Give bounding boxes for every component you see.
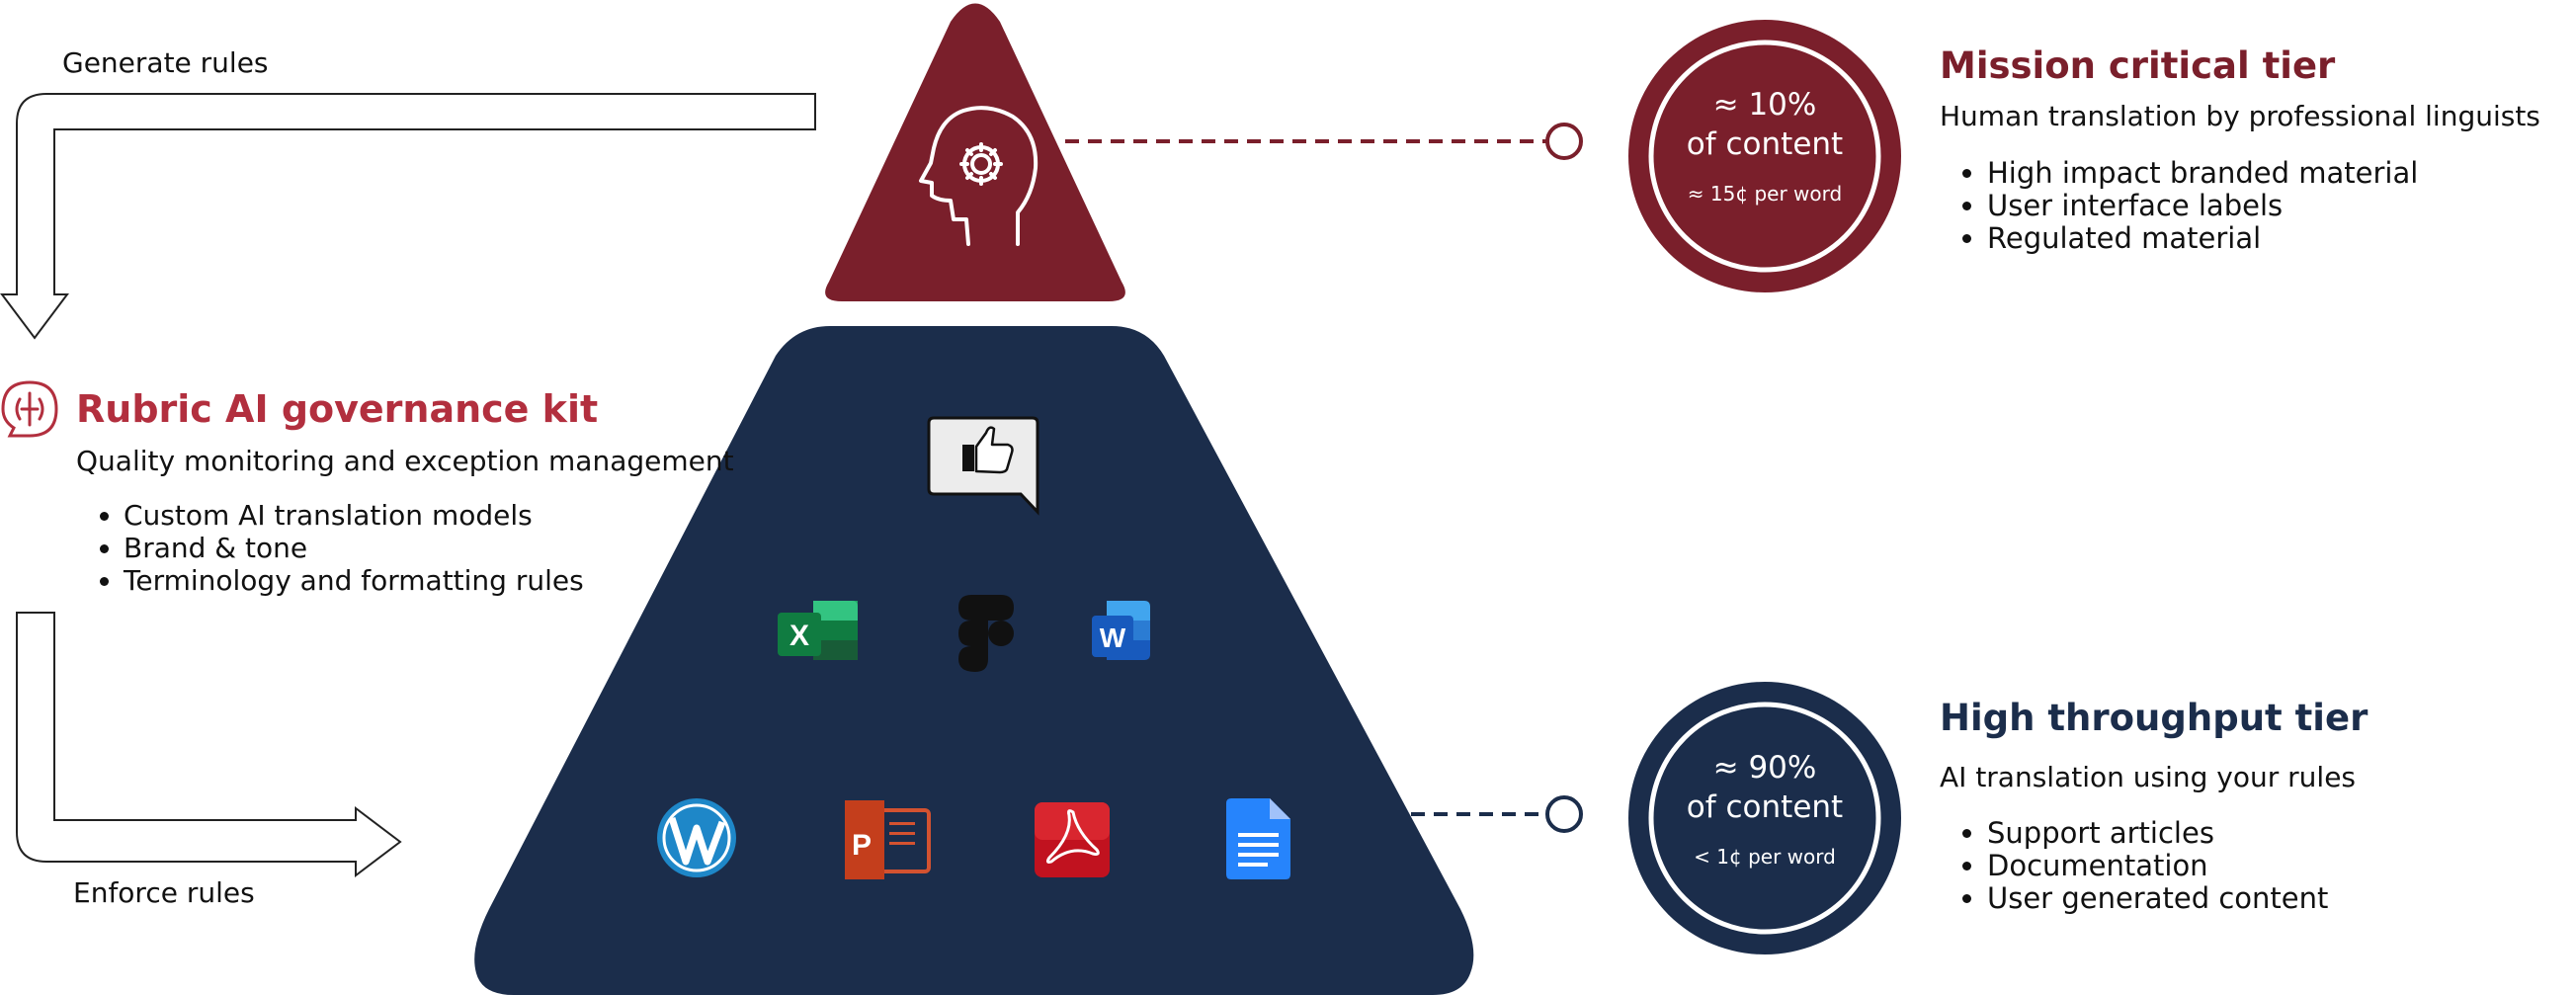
generate-rules-arrow [0, 93, 816, 340]
throughput-connector-node [1545, 795, 1583, 833]
kit-subtitle: Quality monitoring and exception managem… [76, 445, 734, 477]
list-item: Regulated material [1987, 222, 2418, 255]
throughput-circle-text: ≈ 90% of content < 1¢ per word [1656, 748, 1873, 869]
list-item: Brand & tone [124, 532, 584, 564]
wordpress-icon [657, 798, 736, 877]
thumbs-up-icon [927, 416, 1039, 516]
list-item: User interface labels [1987, 190, 2418, 222]
mission-price: ≈ 15¢ per word [1687, 182, 1843, 206]
list-item: Terminology and formatting rules [124, 564, 584, 597]
powerpoint-icon: P [845, 800, 931, 879]
list-item: Custom AI translation models [124, 499, 584, 532]
enforce-rules-arrow [16, 612, 402, 878]
list-item: Support articles [1987, 817, 2328, 850]
kit-bullet-list: Custom AI translation models Brand & ton… [76, 499, 584, 597]
mission-bullet-list: High impact branded material User interf… [1940, 157, 2418, 255]
excel-icon: X [778, 601, 858, 660]
mission-tier-title: Mission critical tier [1940, 44, 2336, 87]
throughput-tier-subtitle: AI translation using your rules [1940, 761, 2357, 793]
mission-tier-subtitle: Human translation by professional lingui… [1940, 100, 2540, 132]
word-letter: W [1100, 622, 1126, 653]
list-item: User generated content [1987, 882, 2328, 915]
powerpoint-letter: P [852, 829, 872, 862]
throughput-tier-title: High throughput tier [1940, 697, 2368, 739]
throughput-share-ring [1648, 702, 1881, 935]
head-gear-icon [919, 106, 1039, 246]
list-item: Documentation [1987, 850, 2328, 882]
throughput-share-percent: ≈ 90% [1712, 750, 1817, 786]
kit-title: Rubric AI governance kit [76, 387, 599, 431]
generate-rules-label: Generate rules [62, 46, 269, 79]
google-docs-icon [1226, 798, 1290, 879]
mission-critical-triangle [825, 3, 1125, 301]
mission-circle-text: ≈ 10% of content ≈ 15¢ per word [1656, 85, 1873, 206]
figma-icon [958, 595, 1014, 672]
brain-chat-icon [1, 380, 58, 438]
throughput-share-circle [1628, 682, 1901, 954]
throughput-price: < 1¢ per word [1694, 845, 1836, 869]
mission-share-label: of content [1686, 126, 1844, 162]
excel-letter: X [789, 620, 809, 652]
acrobat-icon [1035, 802, 1110, 877]
enforce-rules-label: Enforce rules [73, 876, 255, 909]
throughput-bullet-list: Support articles Documentation User gene… [1940, 817, 2328, 915]
word-icon: W [1092, 601, 1150, 660]
throughput-share-label: of content [1686, 789, 1844, 825]
mission-share-circle [1628, 20, 1901, 292]
mission-share-percent: ≈ 10% [1712, 87, 1817, 123]
mission-share-ring [1648, 40, 1881, 273]
mission-connector-node [1545, 123, 1583, 160]
list-item: High impact branded material [1987, 157, 2418, 190]
